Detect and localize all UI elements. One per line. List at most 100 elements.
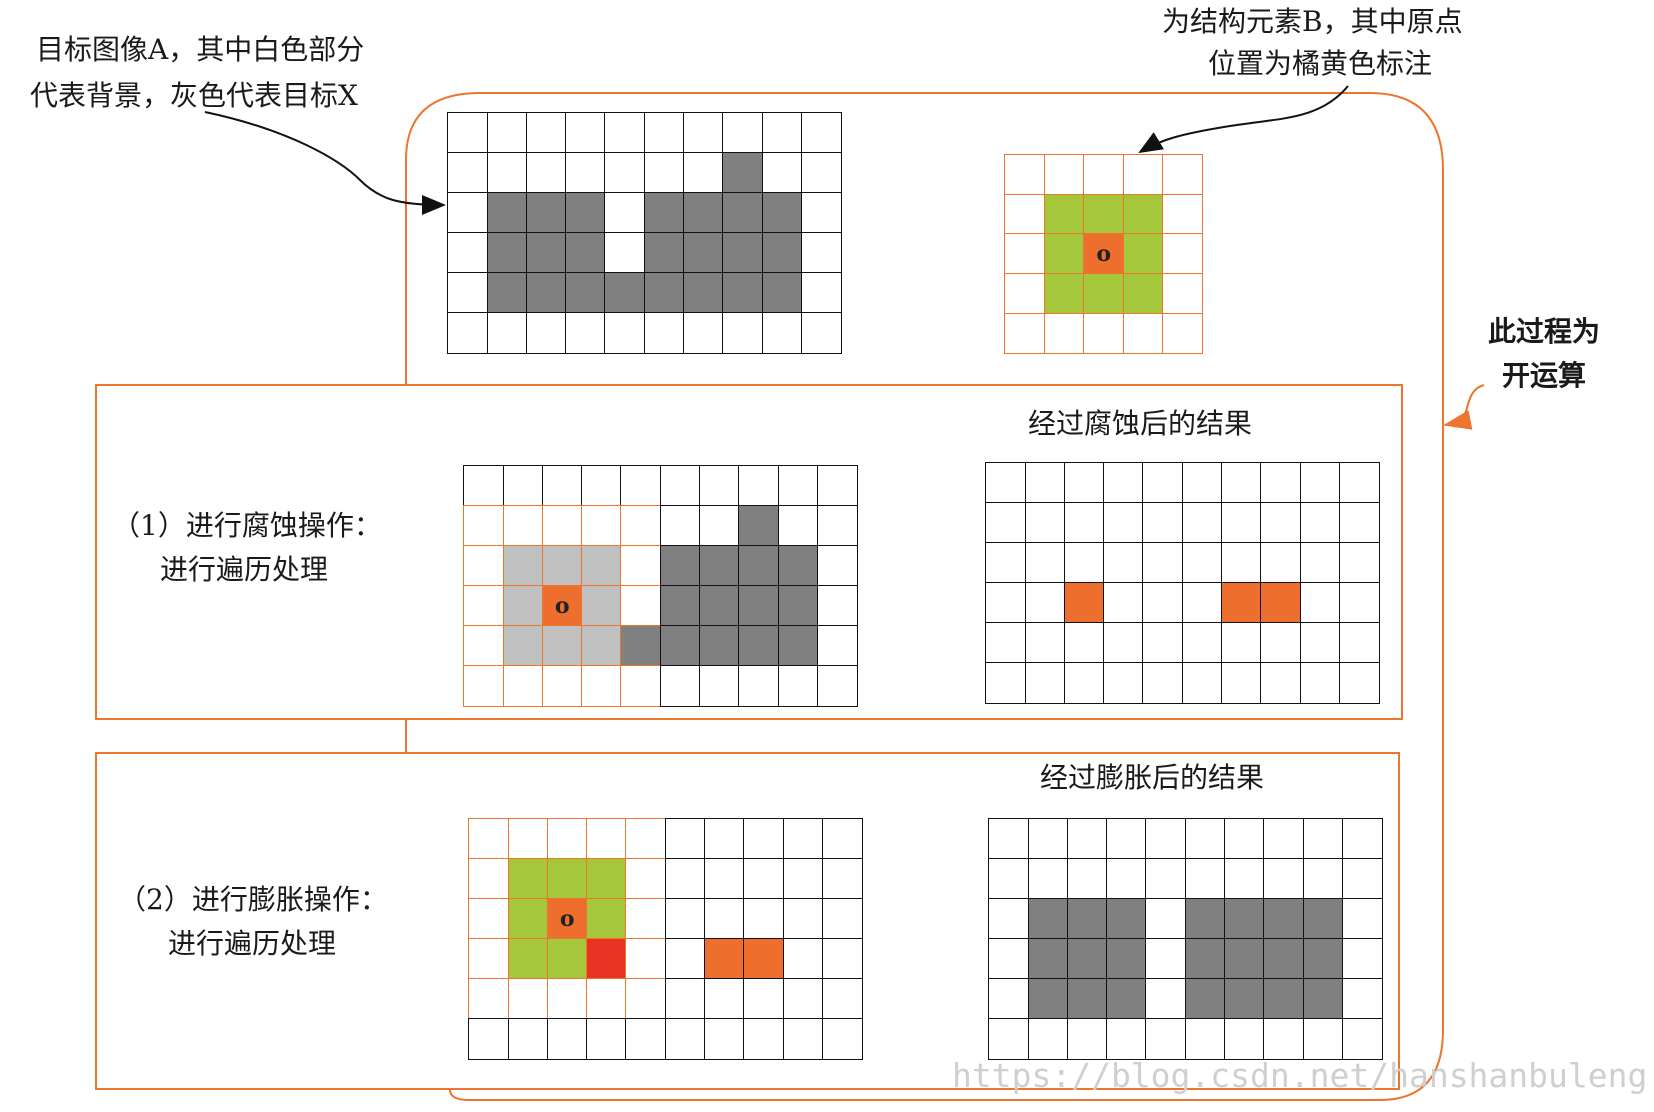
grid-cell xyxy=(486,312,528,354)
grid-cell xyxy=(722,312,764,354)
grid-cell xyxy=(1341,858,1383,900)
grid-cell xyxy=(704,1018,745,1060)
dilation-process-grid: o xyxy=(468,818,863,1060)
grid-cell xyxy=(447,192,489,234)
grid-cell xyxy=(604,272,646,314)
grid-cell xyxy=(683,112,724,154)
grid-cell xyxy=(541,505,583,547)
grid-cell xyxy=(816,505,858,547)
grid-cell xyxy=(777,505,819,547)
struct-b-grid: o xyxy=(1004,154,1204,354)
grid-cell xyxy=(1106,938,1147,980)
grid-cell xyxy=(1024,542,1066,584)
grid-cell xyxy=(1024,502,1066,544)
grid-cell xyxy=(988,1018,1030,1060)
origin-cell xyxy=(1221,582,1262,624)
grid-cell xyxy=(625,978,667,1020)
grid-cell xyxy=(683,152,724,194)
grid-cell xyxy=(502,585,544,627)
grid-cell xyxy=(761,152,803,194)
grid-cell xyxy=(581,625,622,667)
grid-cell xyxy=(1224,898,1265,940)
grid-cell xyxy=(1299,582,1341,624)
grid-cell xyxy=(643,112,685,154)
grid-cell xyxy=(468,978,510,1020)
grid-cell xyxy=(800,192,842,234)
grid-cell xyxy=(1083,193,1125,235)
grid-cell xyxy=(546,1018,588,1060)
grid-cell xyxy=(1260,622,1302,664)
dilation-result-grid xyxy=(988,818,1383,1060)
grid-cell xyxy=(1145,898,1187,940)
grid-cell xyxy=(1004,233,1046,275)
grid-cell xyxy=(988,978,1030,1020)
grid-cell xyxy=(604,232,646,274)
grid-cell xyxy=(1043,193,1085,235)
grid-cell xyxy=(761,112,803,154)
struct-b-caption-line2: 位置为橘黄色标注 xyxy=(1208,47,1433,80)
grid-cell xyxy=(502,625,544,667)
grid-cell xyxy=(581,585,622,627)
grid-cell xyxy=(722,112,764,154)
grid-cell xyxy=(1103,462,1144,504)
grid-cell xyxy=(586,978,627,1020)
grid-cell xyxy=(463,625,505,667)
grid-cell xyxy=(620,625,662,667)
grid-cell xyxy=(1103,542,1144,584)
grid-cell xyxy=(643,192,685,234)
grid-cell xyxy=(683,192,724,234)
grid-cell xyxy=(1184,818,1226,860)
grid-cell xyxy=(604,152,646,194)
grid-cell xyxy=(447,152,489,194)
grid-cell xyxy=(1181,542,1223,584)
grid-cell xyxy=(988,858,1030,900)
grid-cell xyxy=(821,818,863,860)
grid-cell xyxy=(738,585,780,627)
origin-cell xyxy=(743,938,785,980)
grid-cell xyxy=(777,545,819,587)
grid-cell xyxy=(1224,938,1265,980)
grid-cell xyxy=(1027,818,1069,860)
grid-cell xyxy=(525,112,567,154)
grid-cell xyxy=(1263,938,1305,980)
grid-cell xyxy=(659,625,701,667)
grid-cell xyxy=(985,462,1027,504)
grid-cell xyxy=(761,232,803,274)
grid-cell xyxy=(1224,858,1265,900)
grid-cell xyxy=(447,272,489,314)
grid-cell xyxy=(541,665,583,707)
grid-cell xyxy=(1181,622,1223,664)
grid-cell xyxy=(1302,858,1344,900)
grid-cell xyxy=(1263,978,1305,1020)
grid-cell xyxy=(643,152,685,194)
grid-cell xyxy=(546,938,588,980)
origin-cell xyxy=(1260,582,1302,624)
grid-cell xyxy=(722,272,764,314)
grid-cell xyxy=(743,1018,785,1060)
grid-cell xyxy=(821,858,863,900)
process-caption-line1: 此过程为 xyxy=(1488,315,1601,348)
grid-cell xyxy=(1299,542,1341,584)
grid-cell xyxy=(1221,662,1262,704)
grid-cell xyxy=(468,818,510,860)
grid-cell xyxy=(507,898,549,940)
grid-cell xyxy=(1162,233,1204,275)
grid-cell xyxy=(1145,1018,1187,1060)
origin-cell: o xyxy=(546,898,588,940)
grid-cell xyxy=(447,232,489,274)
grid-cell xyxy=(541,545,583,587)
grid-cell xyxy=(816,465,858,507)
grid-cell xyxy=(565,112,606,154)
grid-cell xyxy=(565,152,606,194)
grid-cell xyxy=(1224,1018,1265,1060)
grid-cell xyxy=(699,625,740,667)
grid-cell xyxy=(821,978,863,1020)
grid-cell xyxy=(565,272,606,314)
grid-cell xyxy=(1027,898,1069,940)
grid-cell xyxy=(1181,662,1223,704)
dilation-step-line2: 进行遍历处理 xyxy=(168,927,337,960)
grid-cell xyxy=(586,818,627,860)
grid-cell xyxy=(1142,542,1184,584)
grid-cell xyxy=(1181,582,1223,624)
